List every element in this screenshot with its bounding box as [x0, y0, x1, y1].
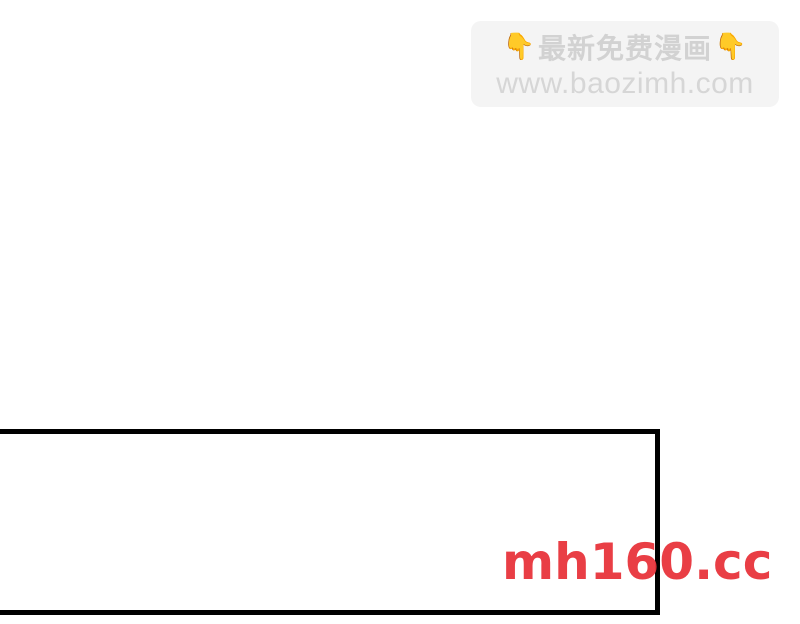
pointing-down-hand-icon: 👇 — [714, 32, 748, 62]
comic-panel-frame — [0, 429, 660, 615]
watermark-banner: 👇 最新免费漫画 👇 www.baozimh.com — [471, 21, 779, 107]
watermark-title: 最新免费漫画 — [537, 32, 712, 65]
watermark-title-row: 👇 最新免费漫画 👇 — [471, 29, 779, 65]
site-watermark: mh160.cc — [502, 533, 773, 591]
pointing-down-hand-icon: 👇 — [502, 32, 536, 62]
watermark-url: www.baozimh.com — [496, 67, 754, 100]
